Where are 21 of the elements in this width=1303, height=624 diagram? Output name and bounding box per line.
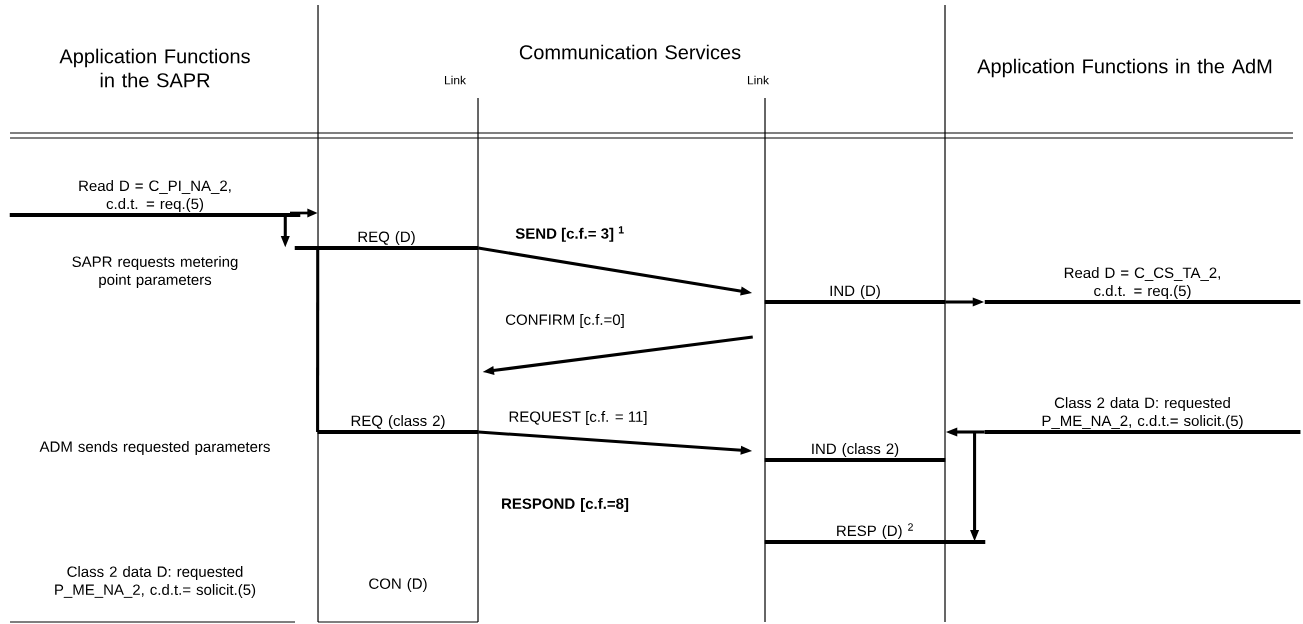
message-line: IND (class 2) [764,443,946,462]
primitive-label: CON (D) [369,578,427,592]
message-line: REQ (class 2) [317,415,479,434]
edge-label: SEND [c.f.= 3] $^{1}$ [513,224,627,244]
column-heading: Communication Services [519,44,741,60]
layer-label: Link [445,75,467,85]
message-line: REQ (D) [294,231,479,250]
column-heading: Application Functions in the AdM [977,58,1272,78]
step-note: ADM sends requested parameters [39,441,270,455]
message-line: RESP (D) $^{2}$ [764,523,986,544]
service-label: RESPOND [c.f.=8] [502,498,629,512]
message-line: Read D = C_CS_TA_2, c.d.t. = req.(5) [984,267,1301,304]
layer-label: Link [748,75,770,85]
edge-label: CONFIRM [c.f.=0] [503,312,627,330]
column-heading: Application Functions in the SAPR [59,48,250,88]
message-line: IND (D) [764,285,946,304]
edge-label: REQUEST [c.f. = 11] [507,409,649,427]
step-note: SAPR requests metering point parameters [72,256,238,288]
message-line: Read D = C_PI_NA_2, c.d.t. = req.(5) [9,180,301,217]
message-line: Class 2 data D: requested P_ME_NA_2, c.d.t.= solicit.(5) [984,397,1301,434]
result-note: Class 2 data D: requested P_ME_NA_2, c.d.t.= solicit.(5) [55,566,256,598]
